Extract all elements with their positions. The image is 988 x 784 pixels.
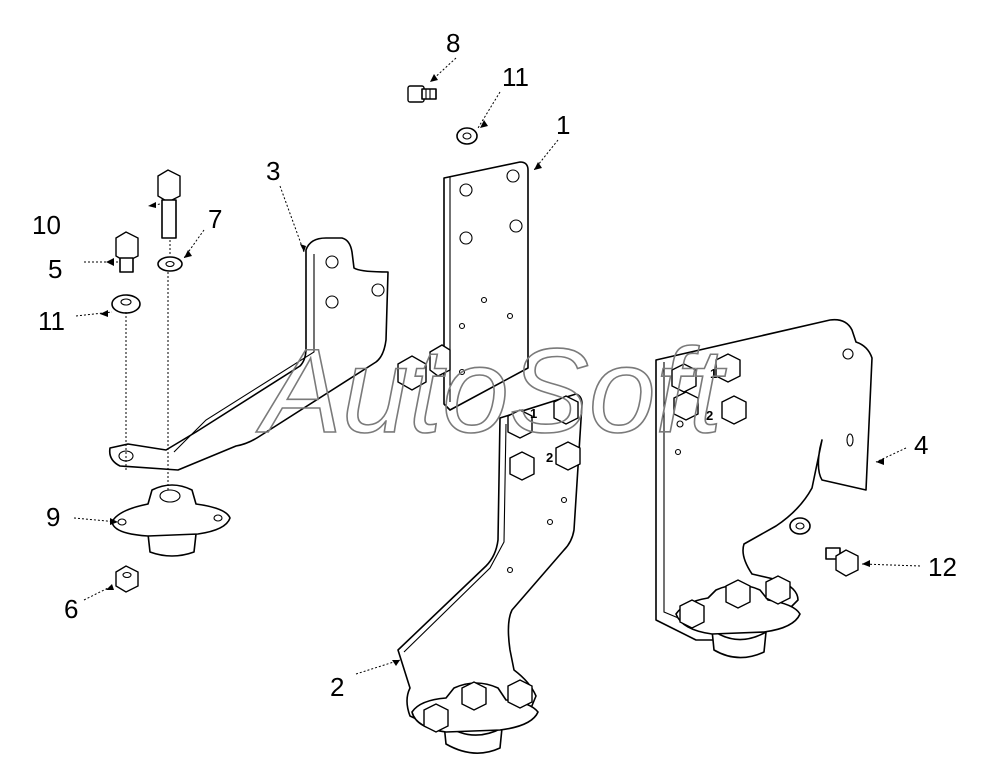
bracket-4-mark-1: 1 — [710, 366, 717, 381]
part-3-bracket — [108, 237, 389, 471]
watermark-text: AutoSoft — [256, 324, 727, 458]
callout-10: 10 — [32, 210, 61, 240]
part-6-nut — [115, 565, 139, 593]
callout-4: 4 — [914, 430, 928, 460]
callout-11-left: 11 — [38, 306, 65, 336]
callout-1: 1 — [556, 110, 570, 140]
callout-11-top: 11 — [502, 62, 529, 92]
bracket-4-mark-2: 2 — [706, 408, 713, 423]
callout-3: 3 — [266, 156, 280, 186]
part-4-bracket: 1 2 — [655, 318, 873, 659]
callout-labels: 8 11 1 3 10 7 5 11 9 6 2 4 12 — [32, 28, 957, 702]
callout-9: 9 — [46, 502, 60, 532]
part-1-plate — [397, 161, 529, 411]
part-11-washer-top — [456, 127, 478, 145]
part-11-washer-left — [111, 294, 141, 314]
bracket-2-mark-2: 2 — [546, 450, 553, 465]
part-7-washer — [157, 256, 183, 272]
bracket-2-mark-1: 1 — [530, 406, 537, 421]
part-5-short-bolt — [115, 231, 139, 273]
callout-8: 8 — [446, 28, 460, 58]
callout-5: 5 — [48, 254, 62, 284]
part-8-bolt — [407, 85, 437, 103]
part-12-bolt — [789, 517, 859, 577]
callout-2: 2 — [330, 672, 344, 702]
part-9-rubber-mount — [111, 484, 231, 557]
callout-7: 7 — [208, 204, 222, 234]
leader-lines — [73, 57, 921, 675]
callout-12: 12 — [928, 552, 957, 582]
callout-6: 6 — [64, 594, 78, 624]
part-2-bracket: 1 2 — [397, 393, 583, 754]
part-10-long-bolt — [157, 169, 181, 239]
